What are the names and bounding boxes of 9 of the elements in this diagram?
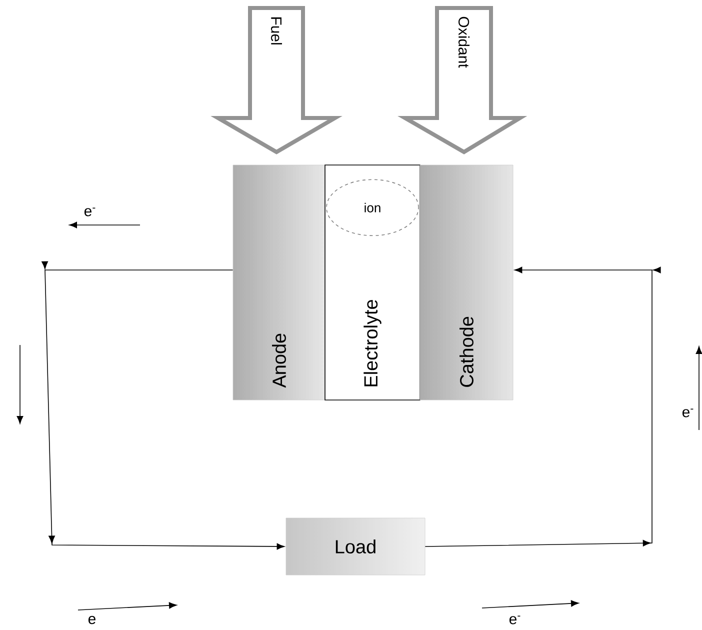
electron-label: e [88, 616, 96, 624]
electrode-plate: Cathode [420, 164, 514, 400]
arrow [42, 261, 285, 550]
arrow [424, 266, 661, 547]
electron-label: e$^{-}$ [682, 408, 694, 418]
load-box: Load [286, 518, 426, 576]
electrode-plate: Anode [232, 164, 326, 400]
electron-label: e$^{-}$ [509, 616, 520, 624]
electron-label: e$^{-}$ [84, 208, 96, 216]
